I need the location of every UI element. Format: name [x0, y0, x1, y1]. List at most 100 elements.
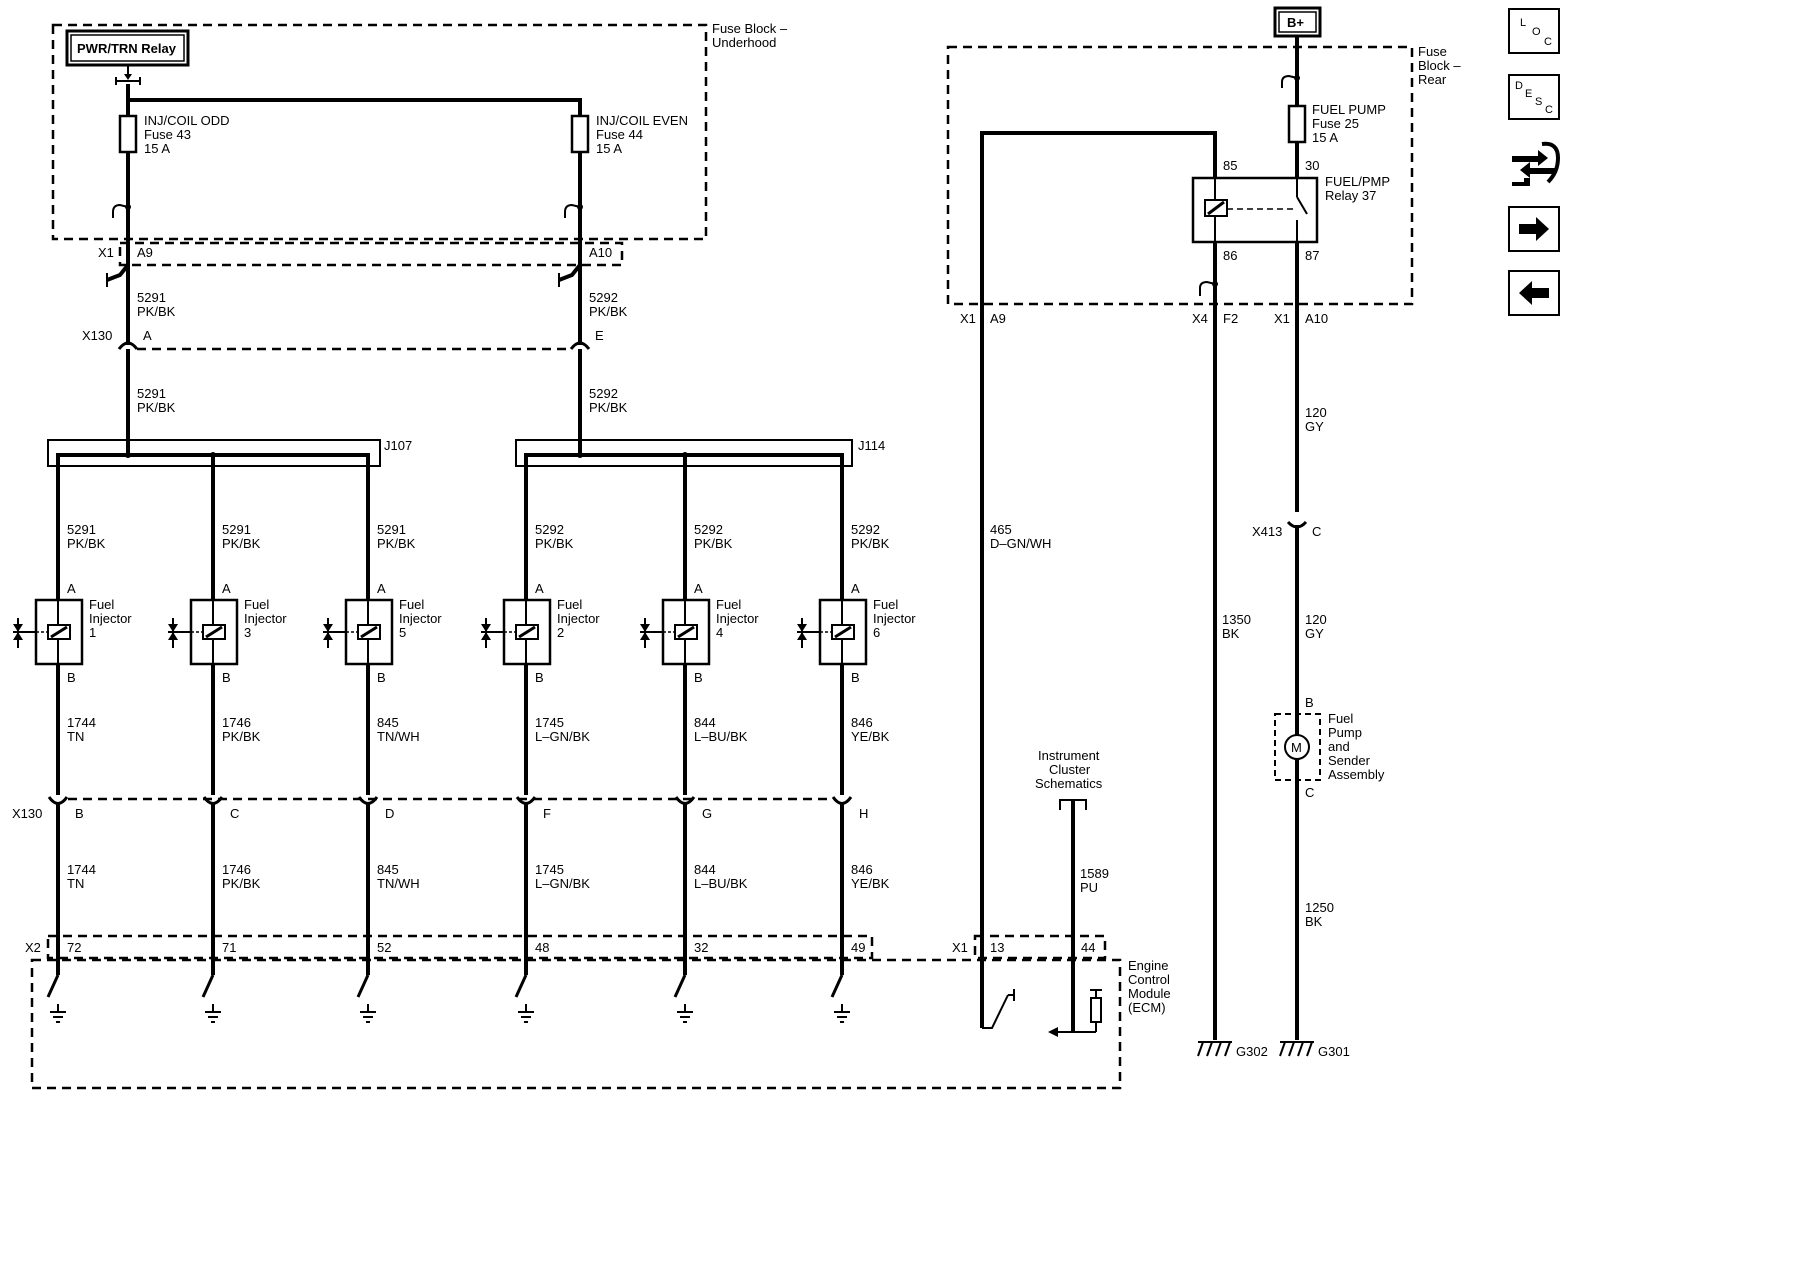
- connector-button[interactable]: [1508, 138, 1560, 186]
- ecm-pin: 48: [535, 940, 549, 955]
- injector-control-color: L–BU/BK: [694, 729, 748, 744]
- ecm-pin: 52: [377, 940, 391, 955]
- x2-label: X2: [25, 940, 41, 955]
- x130-pin-a: A: [143, 328, 152, 343]
- injector-supply-num: 5291: [222, 522, 251, 537]
- injector-valve-arrow-down: [13, 624, 23, 632]
- wire-5291-num-upper: 5291: [137, 290, 166, 305]
- injector-label-word: Fuel: [399, 597, 424, 612]
- injector-pin-a: A: [694, 581, 703, 596]
- previous-button[interactable]: [1508, 270, 1560, 316]
- fuse-25-number: Fuse 25: [1312, 116, 1359, 131]
- injector-control-num-lower: 1745: [535, 862, 564, 877]
- injector-supply-color: PK/BK: [377, 536, 416, 551]
- x4-label: X4: [1192, 311, 1208, 326]
- desc-letter-e: E: [1525, 88, 1533, 100]
- injector-label-number: 2: [557, 625, 564, 640]
- injector-label-word: Injector: [557, 611, 600, 626]
- injector-control-color: TN: [67, 729, 84, 744]
- ground-g301: [1279, 1041, 1314, 1057]
- wire-120-num-lower: 120: [1305, 612, 1327, 627]
- ecm-label-4: (ECM): [1128, 1000, 1166, 1015]
- terminal-hook-even: [564, 203, 581, 218]
- wire-5292-color-mid: PK/BK: [589, 400, 628, 415]
- ecm-1589-pullup: [1048, 989, 1102, 1037]
- arrow-right-icon: [1519, 217, 1549, 241]
- ecm-driver-switch: [201, 974, 215, 998]
- wire-5291-color-mid: PK/BK: [137, 400, 176, 415]
- injector-control-color-lower: TN/WH: [377, 876, 420, 891]
- injector-coil-core: [834, 625, 852, 639]
- injector-columns: 5291PK/BKAFuelInjector1B1744TNB1744TN725…: [13, 466, 916, 1023]
- fuel-pump-pin-c: C: [1305, 785, 1314, 800]
- ground-g302-label: G302: [1236, 1044, 1268, 1059]
- loc-letter-c: C: [1544, 36, 1552, 48]
- ecm-x2-connector: [46, 934, 874, 960]
- injector-supply-num: 5292: [535, 522, 564, 537]
- relay-pin-30: 30: [1305, 158, 1319, 173]
- x1-label-rear-2: X1: [1274, 311, 1290, 326]
- injector-label-number: 4: [716, 625, 723, 640]
- injector-label-word: Injector: [244, 611, 287, 626]
- fuse-block-underhood-outline: [51, 23, 708, 241]
- ground-g302: [1197, 1041, 1232, 1057]
- injector-valve-arrow-up: [168, 632, 178, 640]
- fuel-pump-pin-b: B: [1305, 695, 1314, 710]
- injector-valve-arrow-up: [797, 632, 807, 640]
- injector-valve-arrow-down: [323, 624, 333, 632]
- x130-label-lower: X130: [12, 806, 42, 821]
- injector-supply-num: 5291: [377, 522, 406, 537]
- ecm-driver-switch: [356, 974, 370, 998]
- instrument-cluster-label-3: Schematics: [1035, 776, 1103, 791]
- fuse-25: [1287, 104, 1307, 144]
- instrument-cluster-label-2: Cluster: [1049, 762, 1091, 777]
- injector-pin-b: B: [851, 670, 860, 685]
- connector-x1-underhood: [118, 241, 624, 267]
- injector-control-color-lower: L–BU/BK: [694, 876, 748, 891]
- j107-label: J107: [384, 438, 412, 453]
- injector-pin-b: B: [377, 670, 386, 685]
- fuel-pump-label-1: Fuel: [1328, 711, 1353, 726]
- relay-pin-86: 86: [1223, 248, 1237, 263]
- wire-5291-num-mid: 5291: [137, 386, 166, 401]
- fuel-pump-motor-label: M: [1291, 740, 1302, 755]
- relay-output-symbol: [115, 65, 141, 85]
- injector-control-num-lower: 1746: [222, 862, 251, 877]
- next-button[interactable]: [1508, 206, 1560, 252]
- ecm-label-1: Engine: [1128, 958, 1168, 973]
- ecm-label-3: Module: [1128, 986, 1171, 1001]
- injector-valve-arrow-up: [481, 632, 491, 640]
- relay-pin-85: 85: [1223, 158, 1237, 173]
- injector-control-num: 845: [377, 715, 399, 730]
- f2-label: F2: [1223, 311, 1238, 326]
- fuse-44: [570, 114, 590, 154]
- relay-name: FUEL/PMP: [1325, 174, 1390, 189]
- fuse-25-rating: 15 A: [1312, 130, 1338, 145]
- loc-button[interactable]: L O C: [1508, 8, 1560, 54]
- relay-pin-87: 87: [1305, 248, 1319, 263]
- fuse-44-number: Fuse 44: [596, 127, 643, 142]
- desc-button[interactable]: D E S C: [1508, 74, 1560, 120]
- wire-1350-num: 1350: [1222, 612, 1251, 627]
- injector-control-color-lower: YE/BK: [851, 876, 890, 891]
- injector-pin-b: B: [222, 670, 231, 685]
- injector-control-color: YE/BK: [851, 729, 890, 744]
- desc-letter-s: S: [1535, 96, 1543, 108]
- wire-120-color-lower: GY: [1305, 626, 1324, 641]
- injector-supply-num: 5292: [851, 522, 880, 537]
- wire-1250-color: BK: [1305, 914, 1323, 929]
- injector-coil-core: [205, 625, 223, 639]
- x413-label: X413: [1252, 524, 1282, 539]
- loc-letter-l: L: [1520, 17, 1527, 29]
- injector-supply-color: PK/BK: [535, 536, 574, 551]
- ecm-driver-switch: [673, 974, 687, 998]
- fuel-pump-label-2: Pump: [1328, 725, 1362, 740]
- ground-g301-label: G301: [1318, 1044, 1350, 1059]
- fuse-25-name: FUEL PUMP: [1312, 102, 1386, 117]
- terminal-hook-86: [1199, 280, 1216, 296]
- pwr-trn-relay: PWR/TRN Relay: [65, 29, 190, 67]
- loc-letter-o: O: [1532, 26, 1541, 38]
- x130-lower-cup: [831, 796, 853, 805]
- a9-label: A9: [137, 245, 153, 260]
- ecm-driver-switch: [830, 974, 844, 998]
